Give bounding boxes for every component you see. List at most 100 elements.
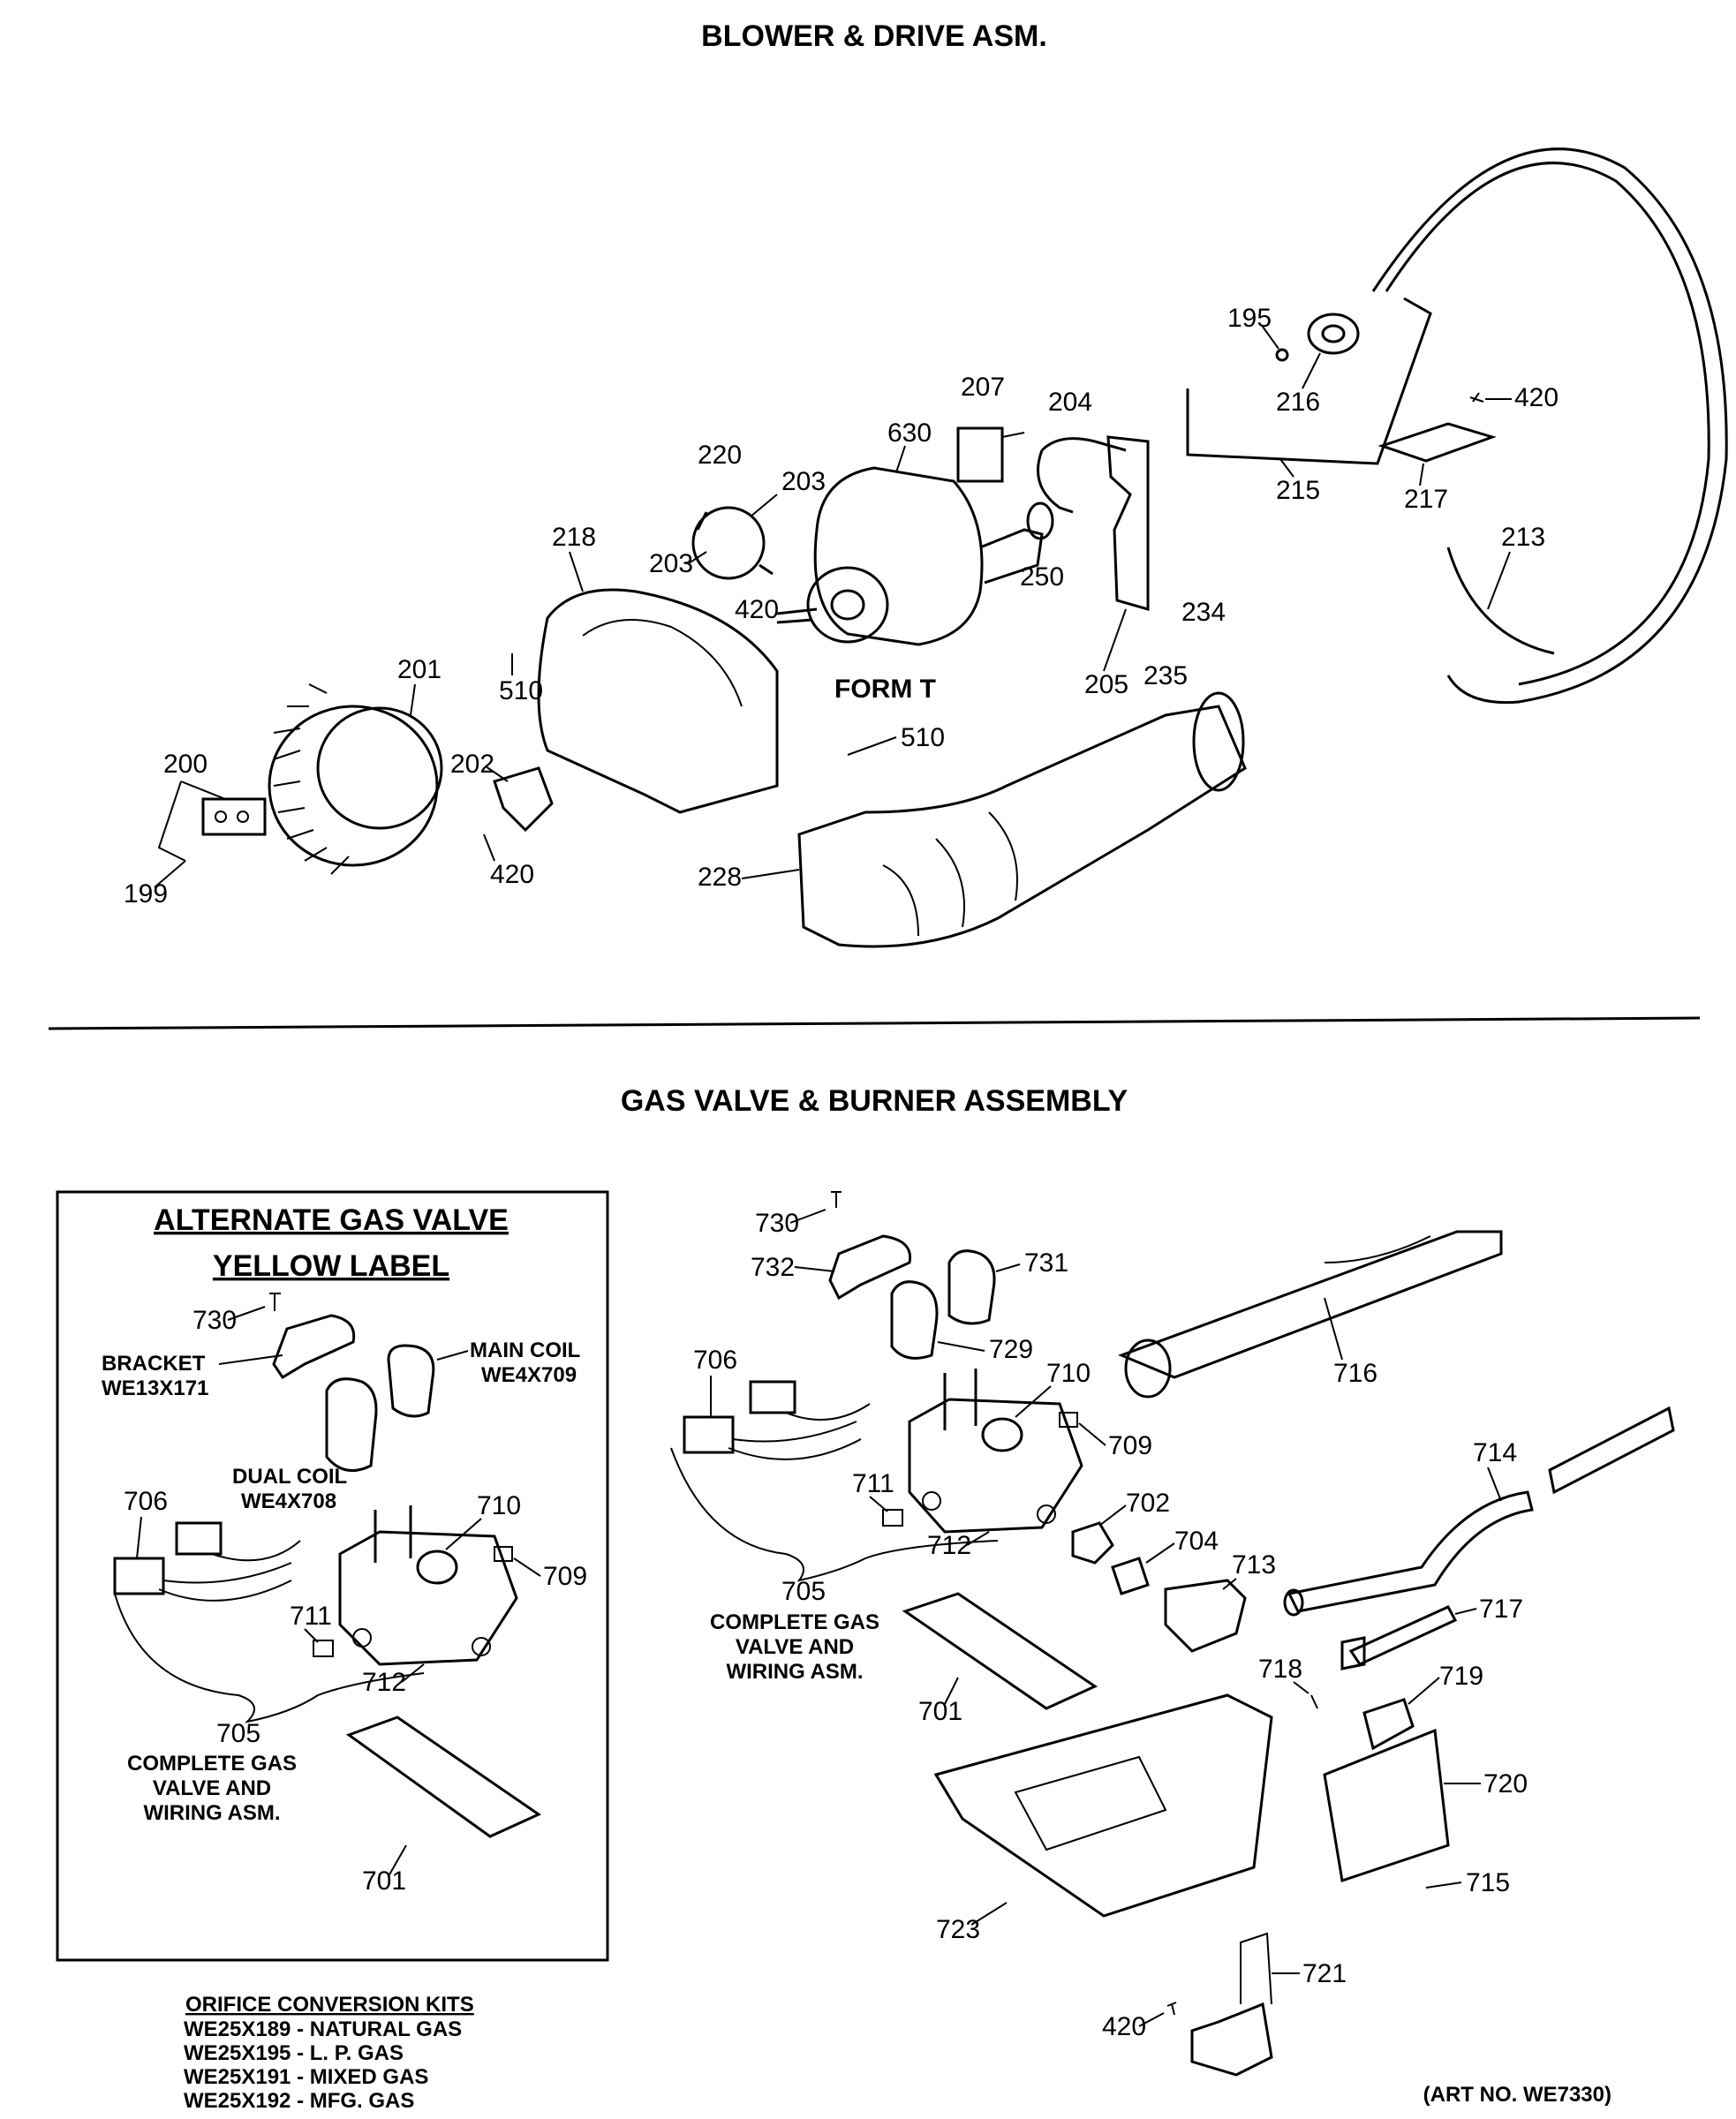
callout-199: 199	[124, 879, 168, 909]
exhaust-duct-228	[797, 691, 1247, 948]
alt-complete-line2: VALVE AND	[153, 1776, 271, 1800]
orifice-title: ORIFICE CONVERSION KITS	[185, 1993, 474, 2017]
blower-housing-inner	[582, 619, 743, 707]
callout-204: 204	[1048, 388, 1092, 417]
alt-callout-710: 710	[477, 1491, 521, 1520]
clamp-204	[1037, 437, 1127, 514]
callout-215: 215	[1276, 476, 1320, 505]
alternate-valve-box	[56, 1190, 609, 1962]
gas-callout-712: 712	[927, 1531, 971, 1560]
orifice-kit-2: WE25X195 - L. P. GAS	[184, 2041, 404, 2065]
callout-205: 205	[1084, 670, 1128, 699]
bracket-200	[201, 797, 267, 836]
art-number: (ART NO. WE7330)	[1423, 2083, 1611, 2107]
gas-callout-732: 732	[751, 1253, 795, 1282]
alt-bracket-label: BRACKET	[102, 1352, 206, 1376]
gas-callout-702: 702	[1126, 1489, 1170, 1518]
alternate-parts	[113, 1293, 542, 1838]
gas-complete-line2: VALVE AND	[736, 1635, 854, 1659]
centrifugal-switch-207	[956, 426, 1025, 483]
drum-seal-213	[1371, 147, 1728, 705]
callout-220: 220	[698, 441, 742, 470]
alt-dual-coil-part: WE4X708	[241, 1489, 336, 1513]
gas-callout-701: 701	[918, 1697, 962, 1726]
gas-callout-720: 720	[1483, 1769, 1528, 1799]
alt-callout-709: 709	[543, 1562, 587, 1591]
alt-main-coil-label: MAIN COIL	[470, 1339, 580, 1362]
alt-callout-706: 706	[124, 1487, 168, 1516]
alternate-title-line2: YELLOW LABEL	[213, 1249, 449, 1283]
callout-420-top: 420	[1514, 383, 1559, 412]
callout-202: 202	[450, 750, 494, 779]
callout-510-left: 510	[499, 676, 543, 705]
gas-callout-714: 714	[1473, 1438, 1517, 1467]
gas-callout-709: 709	[1108, 1431, 1152, 1460]
alt-callout-712: 712	[362, 1668, 406, 1697]
gas-complete-line1: COMPLETE GAS	[710, 1610, 879, 1634]
alt-complete-line3: WIRING ASM.	[143, 1801, 280, 1825]
gas-callout-719: 719	[1439, 1662, 1483, 1691]
alternate-title-line1: ALTERNATE GAS VALVE	[154, 1203, 509, 1237]
idler-arm-215	[1186, 297, 1432, 465]
alt-callout-705: 705	[216, 1719, 260, 1748]
gas-parts	[670, 1191, 1675, 2077]
alt-bracket-part: WE13X171	[102, 1376, 208, 1400]
gas-callout-705: 705	[781, 1577, 826, 1606]
gas-callout-711: 711	[852, 1469, 894, 1498]
gas-callout-420: 420	[1102, 2012, 1146, 2041]
callout-201: 201	[397, 655, 442, 684]
callout-218: 218	[552, 523, 596, 552]
gas-complete-line3: WIRING ASM.	[726, 1660, 863, 1684]
callout-216: 216	[1276, 388, 1320, 417]
callout-420-mid: 420	[735, 595, 779, 624]
callout-234: 234	[1181, 598, 1226, 627]
gas-callout-729: 729	[989, 1335, 1033, 1364]
callout-207: 207	[961, 373, 1005, 402]
callout-250: 250	[1020, 562, 1064, 592]
blower-callouts: 195 216 420 207 204 630 220 203 203 420 …	[124, 304, 1559, 909]
gas-callout-706: 706	[693, 1346, 737, 1375]
callout-510-center: 510	[901, 723, 945, 752]
gas-callouts: 730 732 731 729 706 710 709 711 712 702 …	[693, 1209, 1528, 2041]
callout-630: 630	[887, 419, 932, 448]
gas-callout-730: 730	[755, 1209, 799, 1238]
gas-callout-713: 713	[1232, 1550, 1276, 1580]
plate-217	[1377, 422, 1497, 463]
screw-420	[1469, 392, 1484, 403]
washer-195	[1275, 348, 1289, 362]
alt-callout-730: 730	[192, 1306, 237, 1335]
gas-callout-723: 723	[936, 1915, 980, 1944]
blower-wheel-201	[268, 683, 443, 875]
gas-callout-718: 718	[1258, 1655, 1302, 1684]
orifice-kit-1: WE25X189 - NATURAL GAS	[184, 2017, 462, 2041]
gas-callout-721: 721	[1302, 1959, 1347, 1988]
gas-callout-704: 704	[1174, 1527, 1219, 1556]
alt-dual-coil-label: DUAL COIL	[232, 1465, 347, 1489]
blower-section-title: BLOWER & DRIVE ASM.	[701, 19, 1047, 53]
alternate-callouts: 730 BRACKET WE13X171 MAIN COIL WE4X709 D…	[102, 1306, 587, 1896]
motor-bracket-205	[1106, 435, 1150, 611]
alt-callout-711: 711	[290, 1602, 332, 1631]
section-divider	[48, 1016, 1701, 1030]
form-label: FORM T	[834, 675, 936, 704]
motor-clamps-203	[691, 506, 774, 580]
motor-630	[776, 466, 1054, 646]
gas-section-title: GAS VALVE & BURNER ASSEMBLY	[621, 1084, 1128, 1118]
gas-callout-710: 710	[1046, 1359, 1091, 1388]
clip-202	[493, 766, 554, 833]
gas-callout-715: 715	[1466, 1868, 1510, 1897]
gas-callout-716: 716	[1333, 1359, 1377, 1388]
gas-callout-731: 731	[1024, 1248, 1068, 1278]
callout-203-left: 203	[649, 549, 693, 578]
blower-housing-218	[537, 588, 779, 814]
callout-213: 213	[1501, 523, 1545, 552]
orifice-kit-3: WE25X191 - MIXED GAS	[184, 2065, 428, 2089]
gas-callout-717: 717	[1479, 1595, 1523, 1624]
alt-complete-line1: COMPLETE GAS	[127, 1752, 297, 1776]
callout-217: 217	[1404, 485, 1448, 514]
callout-203-right: 203	[781, 467, 826, 496]
callout-228: 228	[698, 863, 742, 892]
callout-200: 200	[163, 750, 208, 779]
orifice-kit-4: WE25X192 - MFG. GAS	[184, 2089, 414, 2113]
